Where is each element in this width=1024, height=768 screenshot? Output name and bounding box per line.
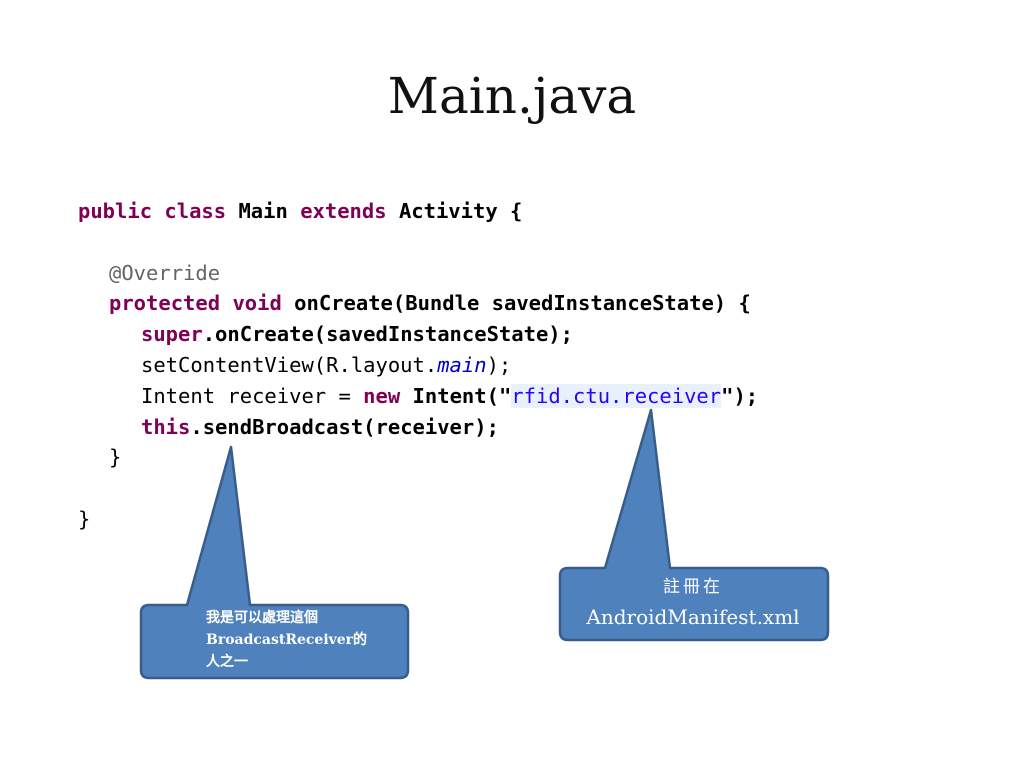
callout-left-line1: 我是可以處理這個 xyxy=(206,610,318,626)
code-line-class-close: } xyxy=(78,504,758,535)
intent-constructor: Intent(" xyxy=(412,383,512,408)
callout-left-line2: BroadcastReceiver的 xyxy=(206,632,368,648)
keyword-public: public xyxy=(78,199,153,223)
super-call-text: .onCreate(savedInstanceState); xyxy=(202,322,573,347)
callout-right-line2: AndroidManifest.xml xyxy=(586,605,800,629)
method-signature: onCreate(Bundle savedInstanceState) { xyxy=(294,291,751,316)
set-content-view-prefix: setContentView(R.layout. xyxy=(141,352,438,377)
set-content-view-suffix: ); xyxy=(486,352,512,377)
callout-right-line1: 註冊在 xyxy=(663,577,723,597)
code-line-method-declaration: protected void onCreate(Bundle savedInst… xyxy=(78,288,758,319)
class-name: Main xyxy=(238,199,288,223)
keyword-new: new xyxy=(363,383,401,408)
callout-left-bubble xyxy=(139,445,410,680)
superclass-text: Activity { xyxy=(398,199,523,223)
keyword-protected: protected xyxy=(109,291,221,316)
callout-right-text: 註冊在 AndroidManifest.xml xyxy=(562,572,824,632)
intent-close: "); xyxy=(721,383,759,408)
class-close-brace: } xyxy=(78,506,91,531)
send-broadcast-call: .sendBroadcast(receiver); xyxy=(190,414,499,439)
code-line-intent: Intent receiver = new Intent("rfid.ctu.r… xyxy=(78,381,758,412)
code-line-annotation: @Override xyxy=(78,258,758,289)
method-close-brace: } xyxy=(109,445,122,470)
intent-declaration-prefix: Intent receiver = xyxy=(141,383,364,408)
layout-main-identifier: main xyxy=(437,352,487,377)
code-line-method-close: } xyxy=(78,442,758,473)
code-line-super-call: super.onCreate(savedInstanceState); xyxy=(78,319,758,350)
code-block: public class Main extends Activity { @Ov… xyxy=(78,196,758,535)
keyword-super: super xyxy=(141,322,203,347)
code-line-send-broadcast: this.sendBroadcast(receiver); xyxy=(78,412,758,443)
keyword-class: class xyxy=(164,199,227,223)
code-line-set-content-view: setContentView(R.layout.main); xyxy=(78,350,758,381)
callout-left-text: 我是可以處理這個 BroadcastReceiver的 人之一 xyxy=(206,607,401,673)
keyword-this: this xyxy=(141,414,191,439)
callout-left-line3: 人之一 xyxy=(206,654,248,670)
code-line-class-declaration: public class Main extends Activity { xyxy=(78,196,758,227)
keyword-void: void xyxy=(232,291,282,316)
slide-title: Main.java xyxy=(387,67,637,125)
intent-action-string: rfid.ctu.receiver xyxy=(511,383,722,408)
keyword-extends: extends xyxy=(300,199,387,223)
callout-right-bubble xyxy=(558,408,830,642)
override-annotation: @Override xyxy=(109,260,221,285)
